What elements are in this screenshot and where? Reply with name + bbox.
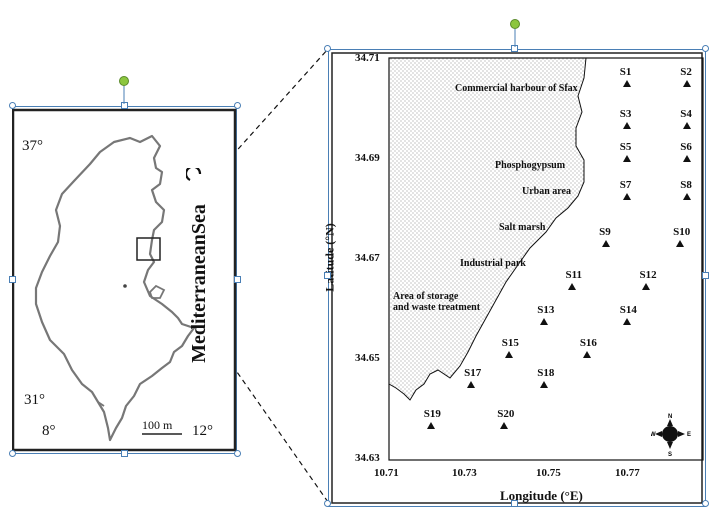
zone-storage-line1: Area of storage — [393, 291, 459, 302]
zone-urban-area: Urban area — [522, 186, 571, 197]
station-marker — [683, 79, 692, 87]
station-marker — [540, 318, 549, 326]
inset-handle-mr[interactable] — [234, 276, 241, 283]
inset-lat-label-bottom: 31° — [24, 392, 45, 408]
main-handle-tr[interactable] — [702, 45, 709, 52]
station-label: S13 — [537, 304, 555, 317]
station-label: S17 — [464, 367, 482, 380]
inset-lon-label-right: 12° — [192, 423, 213, 439]
station-label: S3 — [619, 108, 632, 121]
main-handle-bl[interactable] — [324, 500, 331, 507]
inset-handle-bm[interactable] — [121, 450, 128, 457]
main-rotate-handle[interactable] — [510, 19, 520, 47]
station-label: S11 — [565, 269, 582, 282]
inset-handle-bl[interactable] — [9, 450, 16, 457]
station-marker — [683, 122, 692, 130]
main-handle-bm[interactable] — [511, 500, 518, 507]
station-label: S7 — [619, 178, 632, 191]
main-handle-br[interactable] — [702, 500, 709, 507]
station-marker — [622, 122, 631, 130]
station-label: S1 — [619, 65, 632, 78]
inset-lat-label-top: 37° — [22, 138, 43, 154]
x-axis-label: Longitude (°E) — [500, 488, 583, 503]
station-label: S9 — [599, 226, 611, 239]
station-label: S15 — [501, 336, 519, 349]
inset-handle-br[interactable] — [234, 450, 241, 457]
inset-scale-bar — [142, 433, 182, 435]
station-label: S10 — [673, 226, 691, 239]
y-axis-label: Latitude (°N) — [322, 223, 337, 292]
y-tick-34-67: 34.67 — [355, 252, 380, 264]
y-tick-34-63: 34.63 — [355, 452, 380, 464]
y-tick-34-69: 34.69 — [355, 152, 380, 164]
inset-lon-label-left: 8° — [42, 423, 56, 439]
station-marker — [622, 192, 631, 200]
station-label: S14 — [619, 304, 637, 317]
svg-text:E: E — [687, 432, 691, 438]
svg-text:W: W — [651, 432, 656, 438]
inset-handle-tr[interactable] — [234, 102, 241, 109]
station-label: S16 — [579, 336, 597, 349]
station-label: S4 — [680, 108, 692, 121]
inset-scale-label: 100 m — [142, 418, 173, 432]
station-marker — [676, 240, 685, 248]
zone-storage-line2: and waste treatment — [393, 302, 481, 313]
x-tick-10-75: 10.75 — [536, 467, 561, 479]
zone-commercial-harbour: Commercial harbour of Sfax — [455, 83, 578, 94]
station-marker — [500, 421, 509, 429]
x-tick-10-73: 10.73 — [452, 467, 477, 479]
rotate-arrow-icon — [186, 168, 202, 181]
svg-text:S: S — [668, 452, 672, 457]
station-label: S19 — [423, 407, 441, 420]
station-marker — [683, 154, 692, 162]
station-marker — [582, 350, 591, 358]
station-label: S18 — [537, 367, 555, 380]
station-label: S5 — [619, 140, 632, 153]
y-tick-34-71: 34.71 — [355, 52, 380, 64]
land-area — [388, 57, 587, 401]
x-tick-10-77: 10.77 — [615, 467, 640, 479]
station-marker — [467, 381, 476, 389]
station-label: S6 — [680, 140, 692, 153]
station-marker — [622, 79, 631, 87]
zone-salt-marsh: Salt marsh — [499, 222, 546, 233]
inset-handle-ml[interactable] — [9, 276, 16, 283]
inset-rotate-handle[interactable] — [119, 76, 129, 104]
station-marker — [426, 421, 435, 429]
station-marker — [602, 240, 611, 248]
compass-rose-icon: N S W E — [651, 414, 691, 457]
x-tick-10-71: 10.71 — [374, 467, 399, 479]
station-label: S2 — [680, 65, 692, 78]
main-handle-mr[interactable] — [702, 272, 709, 279]
station-label: S12 — [639, 269, 657, 282]
station-marker — [504, 350, 513, 358]
station-label: S8 — [680, 178, 692, 191]
station-marker — [540, 381, 549, 389]
main-handle-tl[interactable] — [324, 45, 331, 52]
station-marker — [622, 318, 631, 326]
station-marker — [642, 283, 651, 291]
station-label: S20 — [497, 407, 515, 420]
zone-industrial-park: Industrial park — [460, 258, 526, 269]
station-marker — [683, 192, 692, 200]
y-tick-34-65: 34.65 — [355, 352, 380, 364]
zone-phosphogypsum: Phosphogypsum — [495, 160, 566, 171]
tunisia-outline — [34, 134, 196, 442]
main-handle-ml[interactable] — [324, 272, 331, 279]
inset-handle-tl[interactable] — [9, 102, 16, 109]
station-marker — [622, 154, 631, 162]
station-marker — [568, 283, 577, 291]
svg-text:N: N — [668, 414, 672, 420]
